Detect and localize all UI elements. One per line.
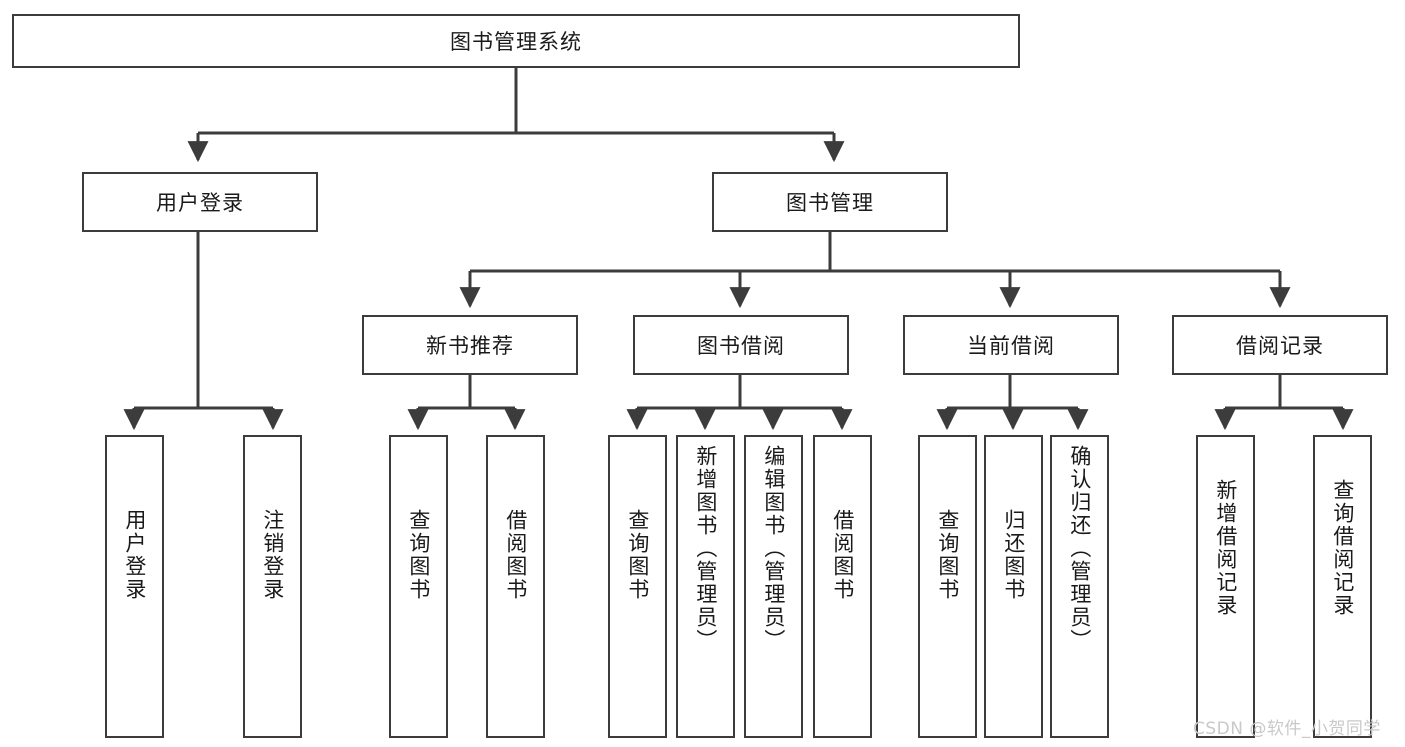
node-book-management[interactable]: 图书管理 [712, 172, 948, 232]
node-new-book-recommend[interactable]: 新书推荐 [362, 315, 578, 375]
leaf-current-return-book[interactable]: 归还图书 [984, 435, 1043, 738]
node-label: 查询图书 [935, 509, 960, 601]
node-label: 用户登录 [122, 509, 147, 601]
node-label: 编辑图书（管理员） [761, 445, 786, 652]
node-label: 注销登录 [260, 509, 285, 601]
node-label: 查询图书 [625, 509, 650, 601]
leaf-user-login-signin[interactable]: 用户登录 [105, 435, 164, 738]
node-label: 借阅图书 [503, 509, 528, 601]
leaf-current-confirm-return-admin[interactable]: 确认归还（管理员） [1050, 435, 1109, 738]
node-label: 查询借阅记录 [1330, 479, 1355, 617]
leaf-current-query-book[interactable]: 查询图书 [918, 435, 977, 738]
node-label: 图书借阅 [697, 334, 785, 358]
node-label: 归还图书 [1001, 509, 1026, 601]
leaf-recommend-borrow-book[interactable]: 借阅图书 [486, 435, 545, 738]
node-label: 确认归还（管理员） [1067, 445, 1092, 652]
node-label: 当前借阅 [967, 334, 1055, 358]
node-label: 新书推荐 [426, 334, 514, 358]
node-label: 用户登录 [156, 191, 244, 215]
node-label: 借阅图书 [830, 509, 855, 601]
node-label: 新增借阅记录 [1213, 479, 1238, 617]
leaf-record-add-record[interactable]: 新增借阅记录 [1196, 435, 1255, 738]
leaf-user-login-signout[interactable]: 注销登录 [243, 435, 302, 738]
csdn-watermark: CSDN @软件_小贺同学 [1193, 719, 1381, 739]
node-book-borrow[interactable]: 图书借阅 [633, 315, 849, 375]
node-label: 借阅记录 [1236, 334, 1324, 358]
leaf-borrow-query-book[interactable]: 查询图书 [608, 435, 667, 738]
node-label: 图书管理系统 [450, 30, 582, 54]
node-label: 查询图书 [406, 509, 431, 601]
node-root-system[interactable]: 图书管理系统 [12, 14, 1020, 68]
node-borrow-record[interactable]: 借阅记录 [1172, 315, 1388, 375]
leaf-borrow-add-book-admin[interactable]: 新增图书（管理员） [676, 435, 735, 738]
node-label: 图书管理 [786, 191, 874, 215]
leaf-recommend-query-book[interactable]: 查询图书 [389, 435, 448, 738]
leaf-record-query-record[interactable]: 查询借阅记录 [1313, 435, 1372, 738]
node-current-borrow[interactable]: 当前借阅 [903, 315, 1119, 375]
leaf-borrow-borrow-book[interactable]: 借阅图书 [813, 435, 872, 738]
leaf-borrow-edit-book-admin[interactable]: 编辑图书（管理员） [744, 435, 803, 738]
node-user-login[interactable]: 用户登录 [82, 172, 318, 232]
node-label: 新增图书（管理员） [693, 445, 718, 652]
